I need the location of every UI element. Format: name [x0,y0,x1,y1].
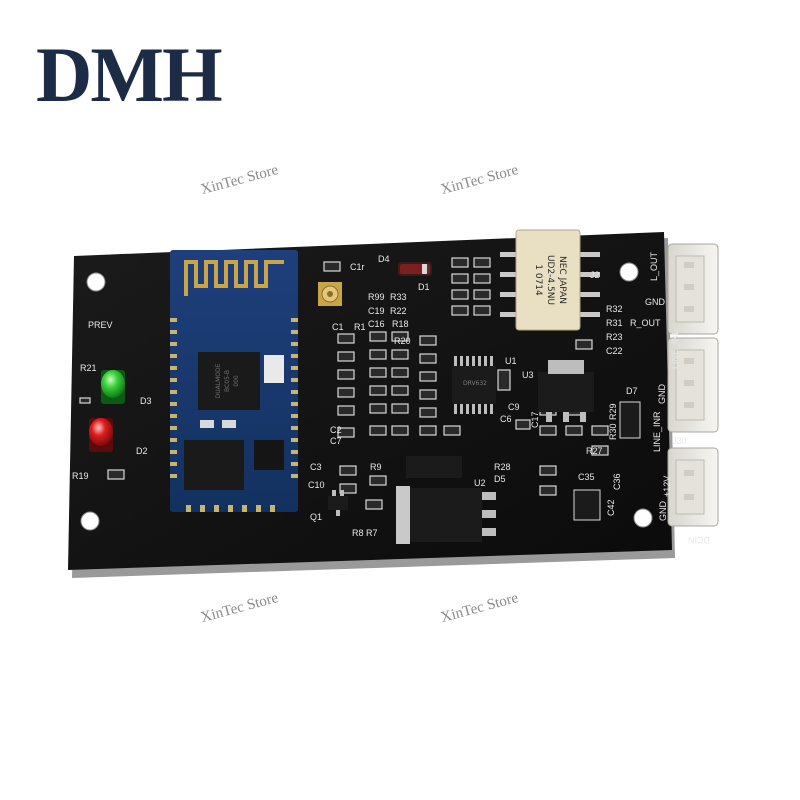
silk-label: C42 [606,499,616,516]
silk-label: R_OUT [630,318,661,328]
silk-label: D1 [418,282,430,292]
relay-text: NEC JAPAN [557,256,567,304]
silk-label: C2 [330,425,342,435]
silk-label: U2 [474,478,486,488]
silk-label: GND [657,384,667,405]
silk-label: R23 [606,332,623,342]
connector-out [667,243,719,335]
silk-label: R1 [354,322,366,332]
silk-label: C19 [368,306,385,316]
relay-text: 1 0714 [533,264,543,296]
smd-components [79,257,609,510]
diode-d7 [619,401,641,439]
silk-label: J2 [590,270,600,280]
silk-label: GND [658,501,668,522]
transistor-q1 [328,490,348,516]
connector-line-in [667,337,719,433]
ufl-connector [318,282,342,306]
regulator-u2 [396,486,496,544]
silk-label: C7 [330,436,342,446]
mounting-hole [619,262,639,282]
silk-label: D5 [494,474,506,484]
silk-label: C35 [578,472,595,482]
silk-label: R18 [392,319,409,329]
led-red [89,418,113,452]
silk-label: D3 [140,396,152,406]
silk-label: R9 [370,462,382,472]
silk-label: C10 [308,480,325,490]
silk-label: GND [645,297,666,307]
silk-label: R99 [368,292,385,302]
silk-label: C3 [310,462,322,472]
silk-label: R29 [608,403,618,420]
connector-dcin [667,447,719,527]
silk-label: L_OUT [649,251,659,281]
silk-label: R30 [608,423,618,440]
diode-d4 [406,456,462,478]
brand-logo: DMH [36,31,223,118]
silk-label: R31 [606,318,623,328]
silk-label: D4 [378,254,390,264]
silk-label: R19 [72,471,89,481]
silk-label: R27 [586,446,603,456]
diode-d1 [398,262,432,276]
regulator-u3 [538,360,594,422]
silk-label: PREV [88,320,113,330]
silk-label: R21 [80,363,97,373]
silk-label: D2 [136,446,148,456]
silk-label: U1 [505,356,517,366]
silk-label: R33 [390,292,407,302]
silk-label: C1 [332,322,344,332]
silk-label: C9 [508,402,520,412]
relay-text: UD2-4.5NU [545,255,555,305]
silk-label: R28 [494,462,511,472]
mounting-hole [80,511,100,531]
silk-label: Q1 [310,512,322,522]
silk-label: D7 [626,386,638,396]
module-text: BC05-B [224,370,231,392]
silk-label: DCIN [688,535,710,545]
silk-label: C22 [606,346,623,356]
silk-label: C36 [612,473,622,490]
bluetooth-module: DUALMODE BC05-B 000 [170,250,298,512]
module-text: DUALMODE [215,363,222,398]
silk-label: R22 [390,306,407,316]
led-green [101,370,125,404]
silk-label: C17 [530,411,540,428]
silk-label: C16 [368,319,385,329]
silk-label: R32 [606,304,623,314]
ic-u1: DRV632 [452,356,496,414]
silk-label: C1r [350,262,365,272]
capacitor-c35 [573,489,601,521]
silk-label: U3 [522,370,534,380]
ic-marking: DRV632 [463,380,487,387]
silk-label: J30 [672,436,687,446]
silk-label: R8 R7 [352,528,378,538]
module-text: 000 [233,375,240,387]
silk-label: R20 [394,336,411,346]
silk-label: +12V [662,476,672,497]
relay-nec: NEC JAPAN UD2-4.5NU 1 0714 [500,229,600,331]
silk-label: LINE_INR [652,411,662,452]
silk-label: LINE_INL [670,330,680,369]
silk-label: C6 [500,414,512,424]
mounting-hole [633,508,653,528]
mounting-hole [86,272,106,292]
